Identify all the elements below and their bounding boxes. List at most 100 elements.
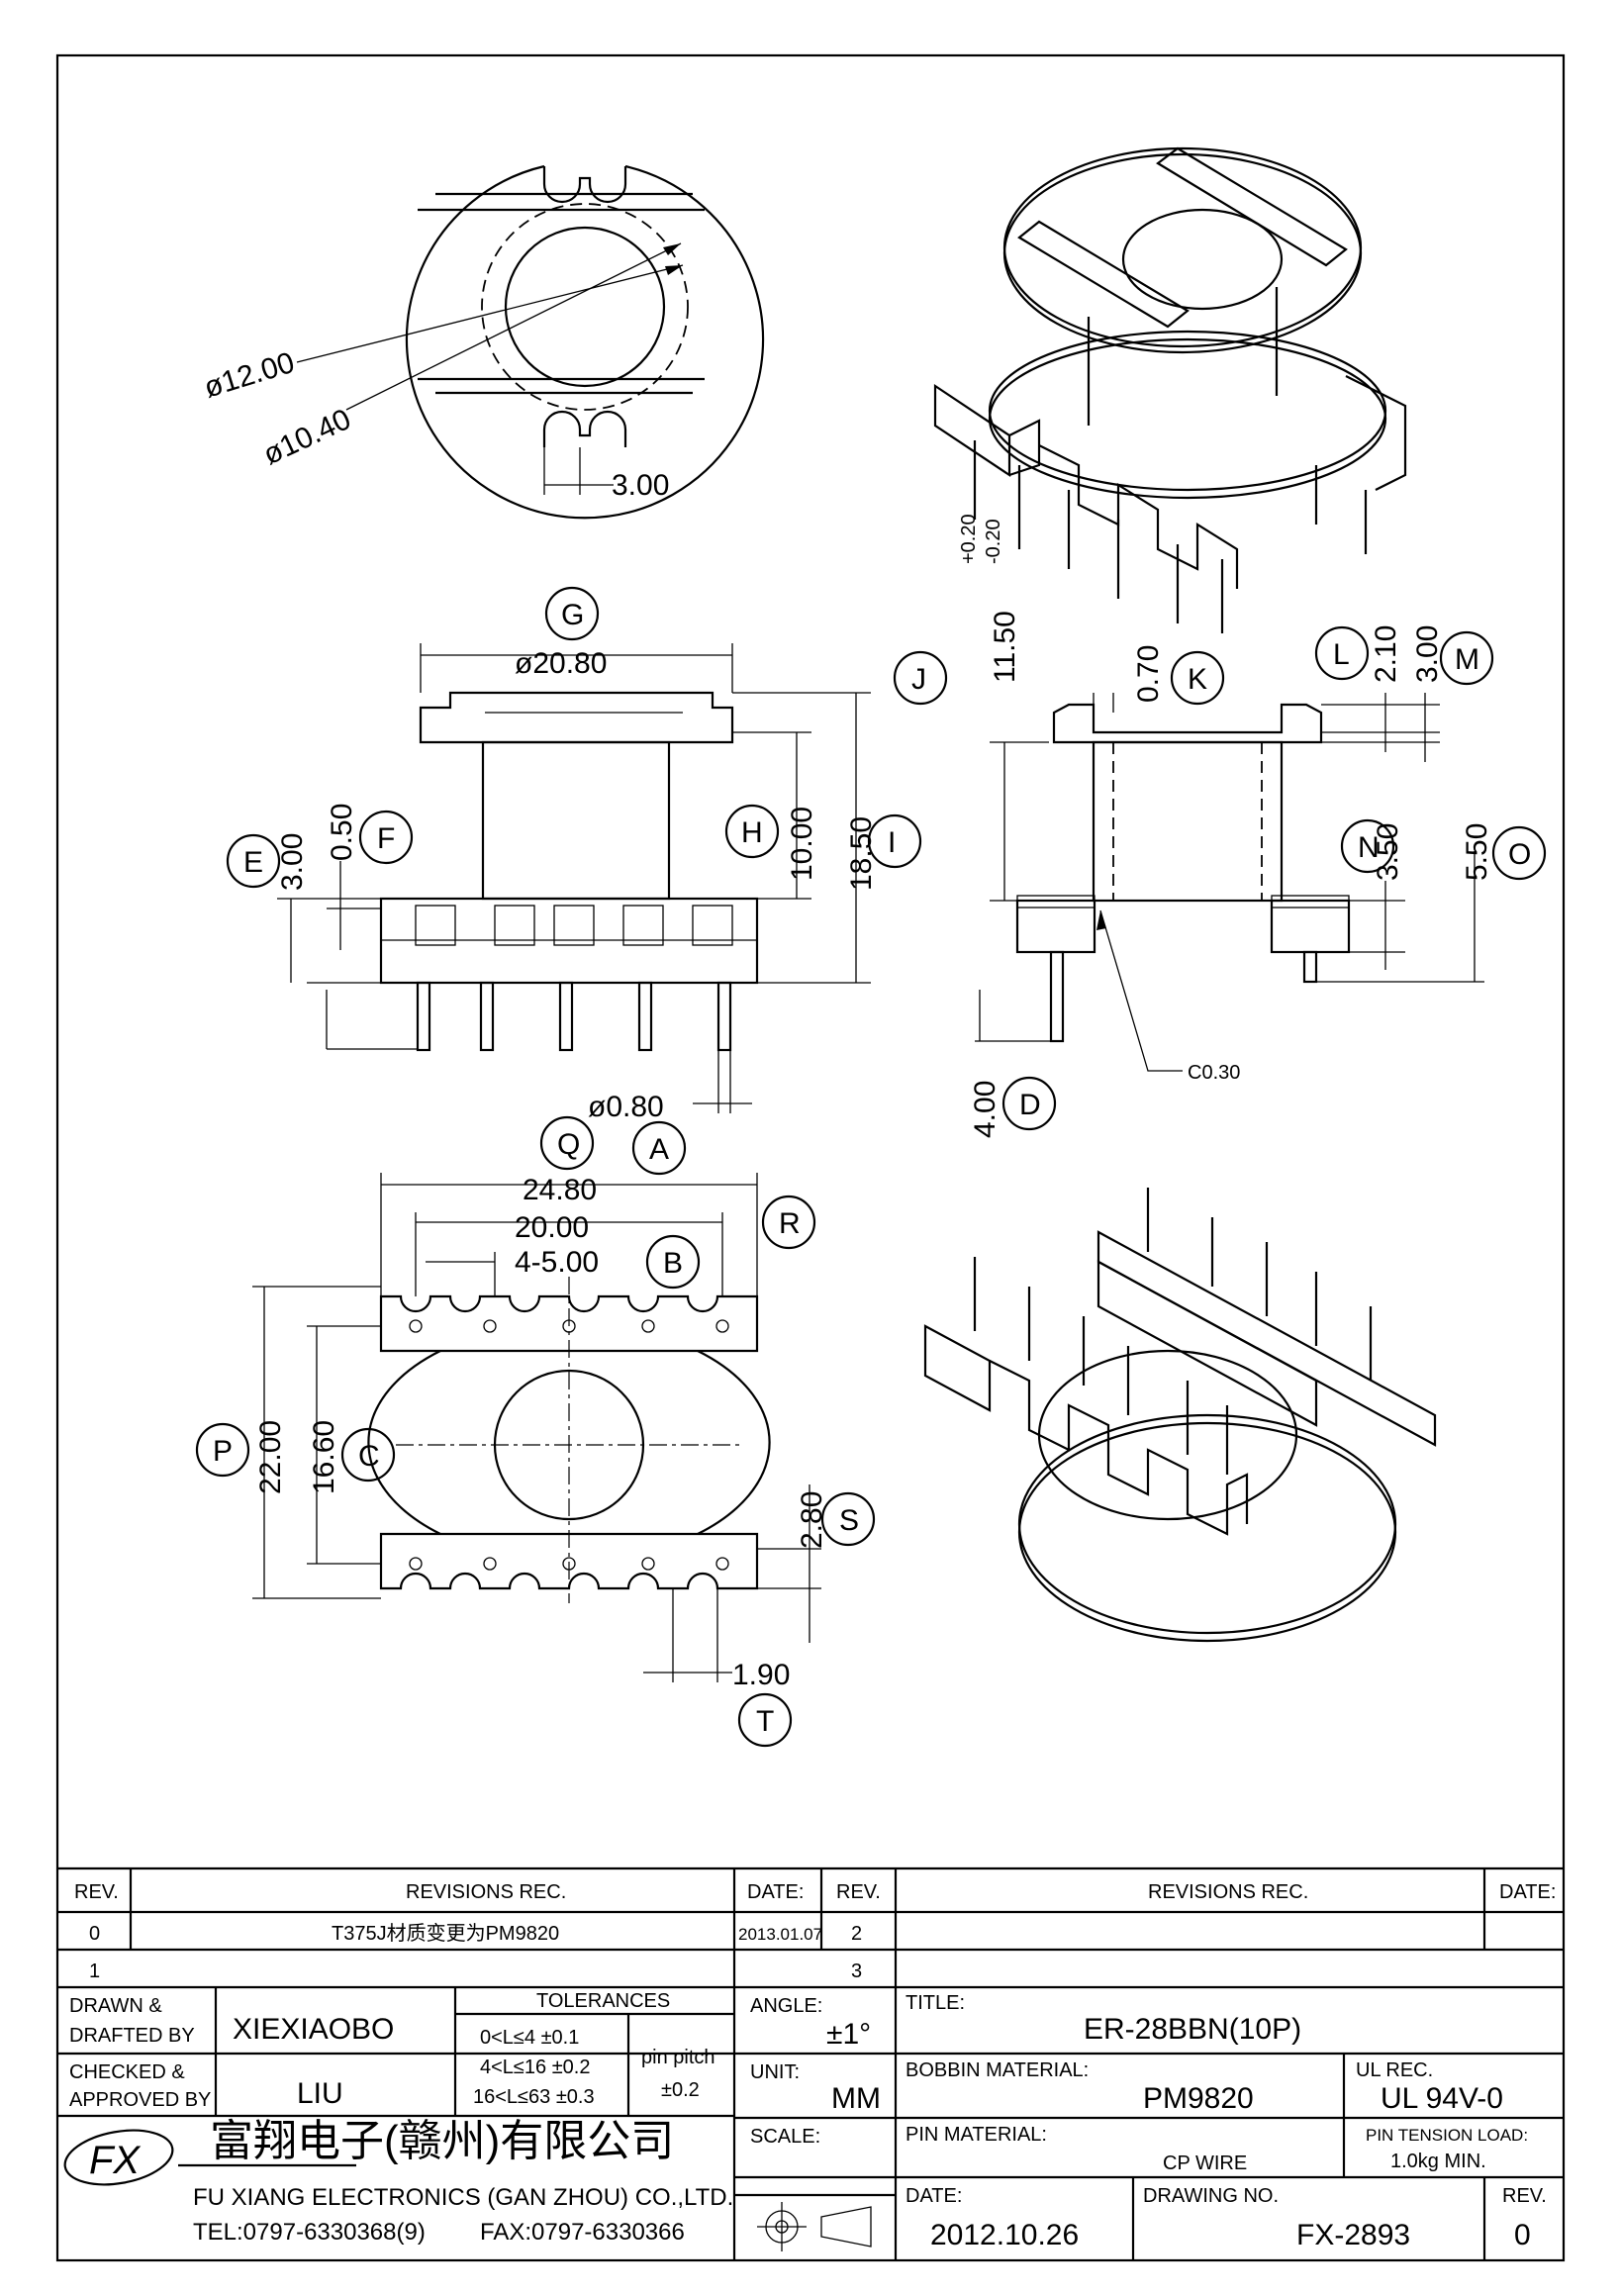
drawing-no-value: FX-2893 xyxy=(1296,2219,1410,2251)
pin-pitch-label: pin pitch xyxy=(641,2047,715,2068)
front-dim-f: 0.50 xyxy=(326,804,358,861)
revisions-header-right: REVISIONS REC. xyxy=(1148,1881,1308,1903)
front-dim-pin: ø0.80 xyxy=(588,1091,664,1123)
company-fax: FAX:0797-6330366 xyxy=(480,2219,685,2246)
tolerances-label: TOLERANCES xyxy=(536,1990,670,2012)
front-core-tube xyxy=(481,740,671,901)
bobbin-label: BOBBIN MATERIAL: xyxy=(905,2059,1089,2081)
front-dim-h: 10.00 xyxy=(786,807,818,881)
side-view: 11.50 +0.20 -0.20 J 0.70 K 2.10 3.00 L M… xyxy=(893,514,1547,1138)
sheet-border xyxy=(55,53,1566,2262)
pin-material-value: CP WIRE xyxy=(1163,2152,1247,2174)
isometric-view-top xyxy=(933,146,1407,633)
side-dim-d: 4.00 xyxy=(969,1081,1001,1138)
scale-label: SCALE: xyxy=(750,2126,820,2148)
projection-symbol xyxy=(757,2202,872,2251)
top-dim-slot: 3.00 xyxy=(612,469,669,502)
checked-value: LIU xyxy=(297,2077,343,2110)
bubble-m: M xyxy=(1455,643,1479,676)
top-dim-outer: ø12.00 xyxy=(200,346,298,405)
drawn-label: DRAWN & xyxy=(69,1995,162,2017)
front-dim-e: 3.00 xyxy=(276,833,309,891)
top-view-notch-top xyxy=(542,166,627,204)
rev-row-0-rev: 0 xyxy=(89,1923,100,1945)
top-view: ø12.00 ø10.40 3.00 xyxy=(200,164,765,520)
bottom-dim-r: 20.00 xyxy=(515,1211,589,1244)
pin-material-label: PIN MATERIAL: xyxy=(905,2124,1047,2146)
title-block: REV. REVISIONS REC. DATE: REV. REVISIONS… xyxy=(57,1866,1564,2260)
isometric-view-bottom xyxy=(923,1188,1437,1643)
rev-value: 0 xyxy=(1514,2219,1531,2251)
top-view-winding-circle xyxy=(481,203,689,411)
bottom-dim-c: 16.60 xyxy=(308,1420,340,1494)
tol-line-1: 0<L≤4 ±0.1 xyxy=(480,2027,579,2049)
ul-value: UL 94V-0 xyxy=(1381,2082,1503,2115)
tol-line-3: 16<L≤63 ±0.3 xyxy=(473,2086,595,2108)
rev-row-3-rev: 3 xyxy=(851,1961,862,1982)
front-top-flange xyxy=(419,691,734,744)
top-view-flange-outline xyxy=(405,164,765,520)
top-view-notch-bottom xyxy=(542,410,627,447)
drafted-label: DRAFTED BY xyxy=(69,2025,195,2047)
side-dim-k: 0.70 xyxy=(1132,645,1165,703)
pin-pitch-value: ±0.2 xyxy=(661,2079,700,2101)
bubble-h: H xyxy=(741,816,763,849)
bubble-r: R xyxy=(779,1207,801,1240)
top-view-bore xyxy=(504,226,666,388)
company-name-cn: 富翔电子(赣州)有限公司 xyxy=(210,2117,674,2165)
angle-value: ±1° xyxy=(826,2018,871,2051)
bubble-k: K xyxy=(1188,663,1207,696)
pin-tension-label: PIN TENSION LOAD: xyxy=(1366,2126,1528,2145)
side-tol-j-plus: +0.20 xyxy=(958,514,980,564)
date-header-right: DATE: xyxy=(1499,1881,1556,1903)
bubble-a: A xyxy=(649,1133,669,1166)
bubble-o: O xyxy=(1508,838,1531,871)
rev-row-1-rev: 1 xyxy=(89,1961,100,1982)
bubble-e: E xyxy=(243,846,263,879)
bottom-pin-row-top xyxy=(379,1294,759,1353)
bottom-dim-p: 22.00 xyxy=(254,1420,287,1494)
title-value: ER-28BBN(10P) xyxy=(1084,2013,1301,2046)
checked-label: CHECKED & xyxy=(69,2061,185,2083)
bobbin-value: PM9820 xyxy=(1143,2082,1254,2115)
drawing-no-label: DRAWING NO. xyxy=(1143,2185,1279,2207)
company-logo: FX xyxy=(63,2129,356,2186)
date-value: 2012.10.26 xyxy=(930,2219,1079,2251)
bottom-dim-b: 4-5.00 xyxy=(515,1246,599,1279)
ul-label: UL REC. xyxy=(1356,2059,1433,2081)
drawn-value: XIEXIAOBO xyxy=(233,2013,394,2046)
date-label: DATE: xyxy=(905,2185,962,2207)
pin-tension-value: 1.0kg MIN. xyxy=(1390,2151,1486,2172)
rev-header-right: REV. xyxy=(836,1881,881,1903)
top-dim-inner: ø10.40 xyxy=(258,403,356,471)
bubble-s: S xyxy=(839,1504,859,1537)
approved-label: APPROVED BY xyxy=(69,2089,211,2111)
bubble-b: B xyxy=(663,1247,683,1280)
bottom-dim-t: 1.90 xyxy=(732,1659,790,1691)
bottom-dim-q: 24.80 xyxy=(523,1174,597,1206)
bubble-n: N xyxy=(1358,831,1380,864)
angle-label: ANGLE: xyxy=(750,1995,822,2017)
bubble-j: J xyxy=(911,663,926,696)
side-dim-o: 5.50 xyxy=(1461,823,1493,881)
date-header-left: DATE: xyxy=(747,1881,804,1903)
front-view: ø20.80 G 10.00 18.50 H I 3.00 0.50 E F ø… xyxy=(226,586,922,1176)
front-dim-flange: ø20.80 xyxy=(515,647,607,680)
side-tol-j-minus: -0.20 xyxy=(983,519,1004,564)
unit-value: MM xyxy=(831,2082,881,2115)
rev-row-2-rev: 2 xyxy=(851,1923,862,1945)
rev-row-0-date: 2013.01.07 xyxy=(738,1925,822,1944)
bottom-view: 24.80 Q 20.00 R 4-5.00 B 22.00 P 16.60 C… xyxy=(195,1115,876,1748)
side-chamfer: C0.30 xyxy=(1188,1062,1240,1084)
bubble-p: P xyxy=(213,1435,233,1468)
tol-line-2: 4<L≤16 ±0.2 xyxy=(480,2057,590,2078)
company-name-en: FU XIANG ELECTRONICS (GAN ZHOU) CO.,LTD. xyxy=(193,2184,733,2211)
title-label: TITLE: xyxy=(905,1992,965,2014)
company-tel: TEL:0797-6330368(9) xyxy=(193,2219,426,2246)
bubble-g: G xyxy=(561,599,584,631)
bubble-d: D xyxy=(1019,1089,1041,1121)
rev-header-left: REV. xyxy=(74,1881,119,1903)
bubble-t: T xyxy=(756,1705,774,1738)
